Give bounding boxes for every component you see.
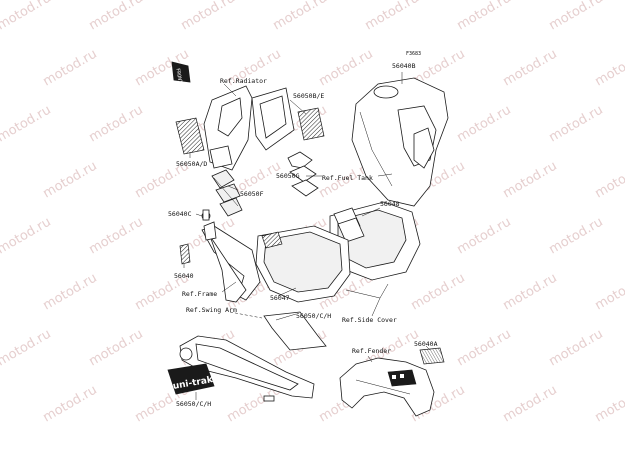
rear-fender	[339, 357, 435, 417]
decal-56050c-icon	[263, 311, 327, 351]
watermark-text: motod.ru	[455, 327, 514, 370]
decal-56050g-icon	[287, 151, 319, 197]
watermark-text: motod.ru	[87, 215, 146, 258]
watermark-text: motod.ru	[41, 383, 100, 426]
label-ref-frame: Ref.Frame	[182, 290, 217, 298]
label-ref-fuel-tank: Ref.Fuel Tank	[322, 174, 373, 182]
watermark-text: motod.ru	[87, 327, 146, 370]
front-marker-icon: FRONT	[171, 61, 191, 84]
watermark-text: motod.ru	[0, 215, 54, 258]
label-56050g: 56050G	[276, 172, 300, 180]
fuel-tank	[351, 77, 449, 207]
decal-56048-icon	[333, 207, 365, 243]
label-56040a: 56040A	[414, 340, 438, 348]
radiator-shroud-left	[203, 85, 253, 171]
watermark-text: motod.ru	[501, 271, 560, 314]
label-ref-fender: Ref.Fender	[352, 347, 391, 355]
watermark-text: motod.ru	[41, 159, 100, 202]
watermark-text: motod.ru	[87, 103, 146, 146]
label-ref-swing-arm: Ref.Swing Arm	[186, 306, 237, 314]
watermark-text: motod.ru	[547, 327, 606, 370]
watermark-text: motod.ru	[455, 215, 514, 258]
label-56040: 56040	[174, 272, 194, 280]
label-56040b: 56040B	[392, 62, 416, 70]
front-marker-label: FRONT	[174, 68, 183, 84]
watermark-text: motod.ru	[501, 383, 560, 426]
watermark-text: motod.ru	[593, 159, 625, 202]
watermark-text: motod.ru	[501, 159, 560, 202]
figure-code: F3683	[406, 51, 421, 57]
label-56050ch-bottom: 56050/C/H	[176, 400, 211, 408]
watermark-text: motod.ru	[455, 103, 514, 146]
decal-56040a-icon	[419, 347, 445, 365]
watermark-text: motod.ru	[271, 0, 330, 33]
watermark-text: motod.ru	[547, 215, 606, 258]
label-56048: 56048	[380, 200, 400, 208]
watermark-text: motod.ru	[41, 271, 100, 314]
watermark-text: motod.ru	[87, 0, 146, 33]
watermark-text: motod.ru	[547, 0, 606, 33]
label-56047: 56047	[270, 294, 290, 302]
label-56050be: 56050B/E	[293, 92, 324, 100]
decal-56040-icon	[179, 243, 191, 265]
watermark-text: motod.ru	[501, 47, 560, 90]
label-56050ch-top: 56050/C/H	[296, 312, 331, 320]
watermark-text: motod.ru	[455, 0, 514, 33]
decal-56050b-icon	[297, 107, 325, 141]
watermark-text: motod.ru	[0, 103, 54, 146]
watermark-text: motod.ru	[593, 47, 625, 90]
decal-56050a-icon	[175, 117, 205, 155]
watermark-text: motod.ru	[317, 47, 376, 90]
watermark-text: motod.ru	[593, 271, 625, 314]
watermark-text: motod.ru	[179, 0, 238, 33]
watermark-text: motod.ru	[363, 0, 422, 33]
unitrak-decal-icon: uni-trak	[167, 363, 215, 395]
label-56050f: 56050F	[240, 190, 264, 198]
watermark-text: motod.ru	[41, 47, 100, 90]
watermark-text: motod.ru	[0, 0, 54, 33]
label-56040c: 56040C	[168, 210, 192, 218]
watermark-layer: motod.ru motod.ru motod.ru motod.ru motod.ru…	[0, 0, 625, 425]
watermark-text: motod.ru	[0, 327, 54, 370]
frame	[201, 209, 261, 303]
watermark-text: motod.ru	[547, 103, 606, 146]
watermark-text: motod.ru	[409, 271, 468, 314]
radiator-shroud-right	[251, 87, 295, 151]
leader-lines	[183, 72, 431, 400]
watermark-text: motod.ru	[593, 383, 625, 426]
side-cover-left	[255, 225, 351, 303]
decal-56050f-icon	[211, 169, 243, 217]
label-ref-side-cover: Ref.Side Cover	[342, 316, 397, 324]
swing-arm	[179, 335, 315, 402]
label-ref-radiator: Ref.Radiator	[220, 77, 267, 85]
label-56050ad: 56050A/D	[176, 160, 207, 168]
